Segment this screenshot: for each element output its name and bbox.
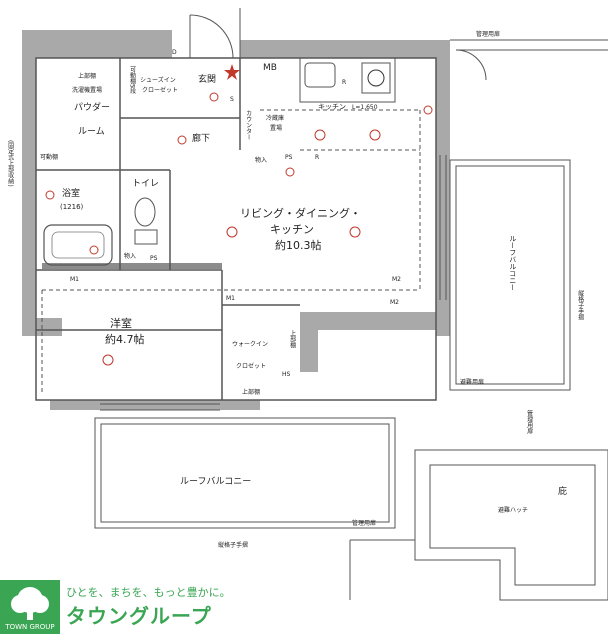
m4-label: M2 (390, 299, 399, 306)
wic-label-2: クロゼット (236, 363, 267, 370)
adjacent-structure (349, 449, 608, 601)
eave-label: 庇 (558, 487, 568, 497)
tree-logo-icon: TOWN GROUP (0, 580, 60, 634)
entrance-star (224, 64, 240, 80)
exterior-walls (22, 30, 450, 410)
roof-balcony-bottom-outline (94, 417, 396, 529)
s-label: S (230, 96, 234, 103)
powder-label: パウダー (74, 103, 111, 113)
movable-shelf-label-2: 可動棚5段 (128, 66, 136, 94)
upper-shelf-label-2: 上部棚 (242, 389, 261, 396)
roof-balcony-right-outline (449, 159, 571, 391)
dashed-lines (41, 109, 421, 395)
ps-label-2: PS (150, 255, 158, 262)
interior-walls (35, 57, 437, 401)
living-size: 約10.3帖 (275, 239, 322, 252)
lattice-bottom-label: 縦格子手摺 (218, 542, 249, 549)
m2-label: M2 (392, 276, 401, 283)
pipe-bottom-label: 管理用扉 (352, 520, 377, 527)
fridge-label: 冷蔵庫 (266, 115, 285, 122)
d-label: D (172, 49, 177, 56)
r-label-1: R (342, 79, 347, 86)
storage-label-2: 物入 (124, 253, 137, 260)
ps-label-1: PS (285, 154, 293, 161)
western-size: 約4.7帖 (105, 333, 145, 346)
r-label-2: R (315, 154, 320, 161)
storage-label-1: 物入 (255, 157, 268, 164)
upper-shelf-label-3: 上部棚 (288, 330, 296, 348)
living-label-2: キッチン (270, 223, 314, 236)
toilet-bowl (134, 197, 156, 227)
pipe-side-label: 管理用扉 (525, 410, 533, 434)
powder-label-2: ルーム (78, 127, 105, 137)
lattice-right-label: 縦格子手摺 (576, 290, 584, 320)
wic-label: ウォークイン (232, 341, 269, 348)
roof-balcony-bottom-label: ルーフバルコニー (180, 477, 252, 487)
washer-label: 洗濯機置場 (72, 87, 103, 94)
left-side-label: (固定式上部収納) (6, 140, 14, 187)
brand-name: タウングループ (66, 604, 212, 628)
brand-tagline: ひとを、まちを、もっと豊かに。 (66, 586, 231, 599)
kitchen-note: L=1,650 (352, 104, 378, 111)
living-label: リビング・ダイニング・ (240, 207, 361, 220)
electrical-markers (45, 92, 433, 366)
brand-logo-text: TOWN GROUP (4, 623, 54, 631)
evac-door-label: 避難用扉 (460, 379, 485, 386)
shoes-label: シューズイン (140, 77, 176, 84)
toilet-label: トイレ (132, 179, 160, 189)
movable-shelf-label: 可動棚 (40, 154, 59, 161)
shoes-label-2: クローゼット (142, 87, 179, 94)
pipe-top-label: 管理用扉 (476, 31, 501, 38)
entrance-label: 玄関 (198, 75, 217, 85)
bath-label: 浴室 (62, 189, 81, 199)
kitchen-counter (299, 57, 396, 103)
hs-label: HS (282, 371, 291, 378)
hall-label: 廊下 (192, 134, 211, 144)
management-area (450, 39, 608, 81)
entrance-door (189, 8, 241, 59)
mb-label: MB (263, 63, 277, 73)
fridge-label-2: 置場 (270, 125, 283, 132)
counter-label: カウンター (244, 110, 252, 140)
upper-shelf-label-1: 上部棚 (78, 73, 97, 80)
kitchen-label: キッチン (318, 103, 346, 111)
m3-label: M1 (226, 295, 235, 302)
bathtub (43, 224, 113, 266)
windows (100, 155, 447, 411)
m1-label: M1 (70, 276, 79, 283)
hatch-label: 避難ハッチ (498, 507, 529, 514)
roof-balcony-right-label: ルーフバルコニー (508, 235, 517, 291)
western-label: 洋室 (110, 317, 132, 330)
bath-size: (1216) (60, 203, 84, 211)
